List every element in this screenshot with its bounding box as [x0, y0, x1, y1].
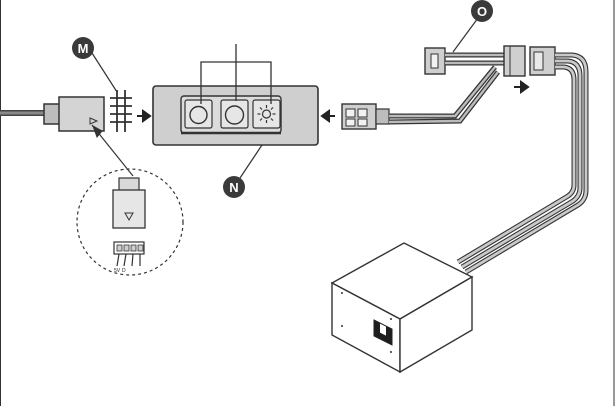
callout-n: N — [223, 144, 263, 198]
ac-socket-icon — [373, 319, 393, 346]
pin-label-2: D — [122, 268, 126, 274]
pin-label-1: 5V — [114, 268, 121, 274]
mode-button-icon — [220, 99, 249, 129]
zoom-leader-line — [91, 124, 134, 177]
power-button-icon — [184, 99, 213, 129]
splitter-cable — [388, 65, 500, 125]
arrow-right-icon — [137, 109, 152, 123]
triangle-marker-icon — [89, 117, 99, 125]
power-supply-unit — [330, 242, 474, 374]
callout-o: O — [452, 0, 493, 53]
callout-m: M — [72, 37, 118, 93]
header-pins — [110, 90, 132, 132]
psu-cable-bundle — [456, 52, 589, 275]
argb-plug-connector — [43, 96, 105, 132]
splitter-connector — [424, 45, 526, 77]
psu-connector — [529, 46, 556, 76]
button-indicator-lines — [200, 44, 272, 104]
brightness-button-icon — [252, 99, 281, 129]
power-input-connector — [341, 103, 390, 130]
callout-o-label: O — [477, 4, 487, 19]
arrow-up-icon — [92, 124, 103, 138]
callout-m-label: M — [78, 41, 89, 56]
arrow-right-icon — [514, 80, 530, 94]
triangle-marker-icon — [124, 212, 134, 222]
arrow-left-icon — [320, 109, 335, 123]
pin-detail-inset: 5V D — [76, 168, 184, 276]
callout-n-label: N — [229, 180, 238, 195]
